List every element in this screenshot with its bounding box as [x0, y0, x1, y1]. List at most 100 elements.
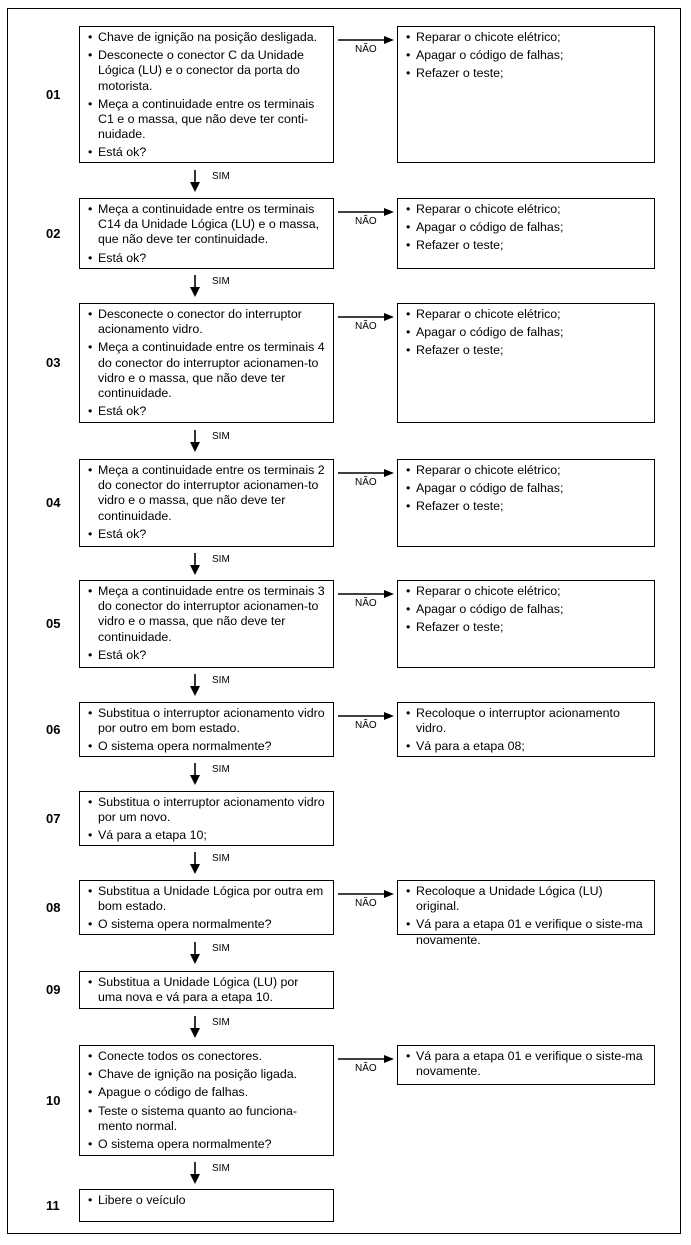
check-box-step-10: Conecte todos os conectores.Chave de ign… — [79, 1045, 334, 1156]
no-arrow — [338, 32, 394, 44]
check-item: Chave de ignição na posição ligada. — [88, 1067, 325, 1082]
action-box-step-03: Reparar o chicote elétrico;Apagar o códi… — [397, 303, 655, 423]
check-item: Meça a continuidade entre os terminais 4… — [88, 340, 325, 401]
no-arrow — [338, 708, 394, 720]
action-item: Vá para a etapa 01 e verifique o siste-m… — [406, 1049, 646, 1079]
yes-label: SIM — [212, 431, 230, 442]
yes-label: SIM — [212, 276, 230, 287]
check-item: O sistema opera normalmente? — [88, 739, 325, 754]
action-item: Refazer o teste; — [406, 66, 646, 81]
check-box-step-07: Substitua o interruptor acionamento vidr… — [79, 791, 334, 846]
check-item: Meça a continuidade entre os terminais 3… — [88, 584, 325, 645]
check-list: Meça a continuidade entre os terminais 3… — [88, 584, 325, 663]
no-label: NÃO — [355, 898, 377, 909]
yes-label: SIM — [212, 943, 230, 954]
check-item: Está ok? — [88, 145, 325, 160]
action-item: Refazer o teste; — [406, 620, 646, 635]
check-item: Meça a continuidade entre os terminais C… — [88, 202, 325, 248]
check-item: Está ok? — [88, 648, 325, 663]
step-number: 04 — [46, 495, 61, 510]
check-box-step-06: Substitua o interruptor acionamento vidr… — [79, 702, 334, 757]
action-item: Apagar o código de falhas; — [406, 48, 646, 63]
action-list: Recoloque a Unidade Lógica (LU) original… — [406, 884, 646, 948]
yes-arrow — [188, 763, 202, 785]
action-item: Recoloque o interruptor acionamento vidr… — [406, 706, 646, 736]
yes-label: SIM — [212, 553, 230, 565]
yes-label: SIM — [212, 764, 230, 775]
no-arrow — [338, 1051, 394, 1063]
check-list: Substitua o interruptor acionamento vidr… — [88, 795, 325, 844]
action-item: Apagar o código de falhas; — [406, 325, 646, 340]
action-item: Apagar o código de falhas; — [406, 481, 646, 496]
check-item: Está ok? — [88, 527, 325, 542]
check-box-step-11: Libere o veículo — [79, 1189, 334, 1222]
step-number: 11 — [46, 1197, 60, 1213]
action-list: Reparar o chicote elétrico; Apagar o códi… — [406, 202, 646, 254]
action-list: Vá para a etapa 01 e verifique o siste-m… — [406, 1049, 646, 1079]
check-list: Meça a continuidade entre os terminais 2… — [88, 463, 325, 542]
check-item: Meça a continuidade entre os terminais 2… — [88, 463, 325, 524]
check-item: Desconecte o conector C da Unidade Lógic… — [88, 48, 325, 94]
yes-arrow — [188, 1016, 202, 1038]
yes-label: SIM — [212, 1162, 230, 1174]
action-item: Reparar o chicote elétrico; — [406, 202, 646, 217]
yes-label: SIM — [212, 853, 230, 864]
check-item: Substitua a Unidade Lógica por outra em … — [88, 884, 325, 914]
check-item: Chave de ignição na posição desligada. — [88, 30, 325, 45]
yes-label: SIM — [212, 170, 230, 182]
action-box-step-05: Reparar o chicote elétrico; Apagar o códi… — [397, 580, 655, 668]
yes-arrow — [188, 942, 202, 964]
action-item: Apagar o código de falhas; — [406, 220, 646, 235]
check-list: Chave de ignição na posição desligada. De… — [88, 30, 325, 161]
check-box-step-08: Substitua a Unidade Lógica por outra em … — [79, 880, 334, 935]
step-number: 07 — [46, 810, 61, 826]
check-item: O sistema opera normalmente? — [88, 917, 325, 932]
no-label: NÃO — [355, 44, 377, 55]
action-box-step-10: Vá para a etapa 01 e verifique o siste-m… — [397, 1045, 655, 1085]
action-box-step-02: Reparar o chicote elétrico; Apagar o códi… — [397, 198, 655, 269]
action-item: Refazer o teste; — [406, 238, 646, 253]
yes-arrow — [188, 552, 202, 575]
yes-arrow — [188, 275, 202, 297]
check-box-step-01: Chave de ignição na posição desligada. De… — [79, 26, 334, 163]
yes-label: SIM — [212, 675, 230, 686]
check-item: Substitua o interruptor acionamento vidr… — [88, 795, 325, 825]
action-item: Apagar o código de falhas; — [406, 602, 646, 617]
yes-label: SIM — [212, 1017, 230, 1028]
action-list: Reparar o chicote elétrico; Apagar o códi… — [406, 584, 646, 636]
check-item: O sistema opera normalmente? — [88, 1137, 325, 1152]
check-list: Desconecte o conector do interruptor aci… — [88, 307, 325, 420]
flowchart-frame — [7, 8, 681, 1234]
action-list: Recoloque o interruptor acionamento vidr… — [406, 706, 646, 755]
check-item: Substitua o interruptor acionamento vidr… — [88, 706, 325, 736]
action-item: Reparar o chicote elétrico; — [406, 584, 646, 599]
step-number: 01 — [46, 86, 61, 102]
yes-arrow — [188, 1161, 202, 1184]
check-item: Apague o código de falhas. — [88, 1085, 325, 1100]
no-arrow — [338, 886, 394, 898]
action-list: Reparar o chicote elétrico; Apagar o códi… — [406, 30, 646, 82]
yes-arrow — [188, 852, 202, 874]
check-item: Meça a continuidade entre os terminais C… — [88, 97, 325, 143]
check-box-step-02: Meça a continuidade entre os terminais C… — [79, 198, 334, 269]
action-box-step-04: Reparar o chicote elétrico; Apagar o códi… — [397, 459, 655, 547]
action-box-step-06: Recoloque o interruptor acionamento vidr… — [397, 702, 655, 757]
check-box-step-05: Meça a continuidade entre os terminais 3… — [79, 580, 334, 668]
action-item: Refazer o teste; — [406, 343, 646, 358]
action-item: Recoloque a Unidade Lógica (LU) original… — [406, 884, 646, 914]
action-item: Reparar o chicote elétrico; — [406, 463, 646, 478]
step-number: 08 — [46, 899, 61, 915]
action-box-step-01: Reparar o chicote elétrico; Apagar o códi… — [397, 26, 655, 163]
no-label: NÃO — [355, 598, 377, 609]
check-item: Libere o veículo — [88, 1193, 325, 1208]
action-item: Reparar o chicote elétrico; — [406, 30, 646, 45]
check-item: Está ok? — [88, 251, 325, 266]
no-arrow — [338, 586, 394, 598]
action-box-step-08: Recoloque a Unidade Lógica (LU) original… — [397, 880, 655, 947]
action-list: Reparar o chicote elétrico; Apagar o códi… — [406, 463, 646, 515]
check-list: Meça a continuidade entre os terminais C… — [88, 202, 325, 266]
no-arrow — [338, 309, 394, 321]
step-number: 09 — [46, 982, 61, 997]
step-number: 03 — [46, 355, 61, 370]
check-list: Conecte todos os conectores.Chave de ign… — [88, 1049, 325, 1152]
